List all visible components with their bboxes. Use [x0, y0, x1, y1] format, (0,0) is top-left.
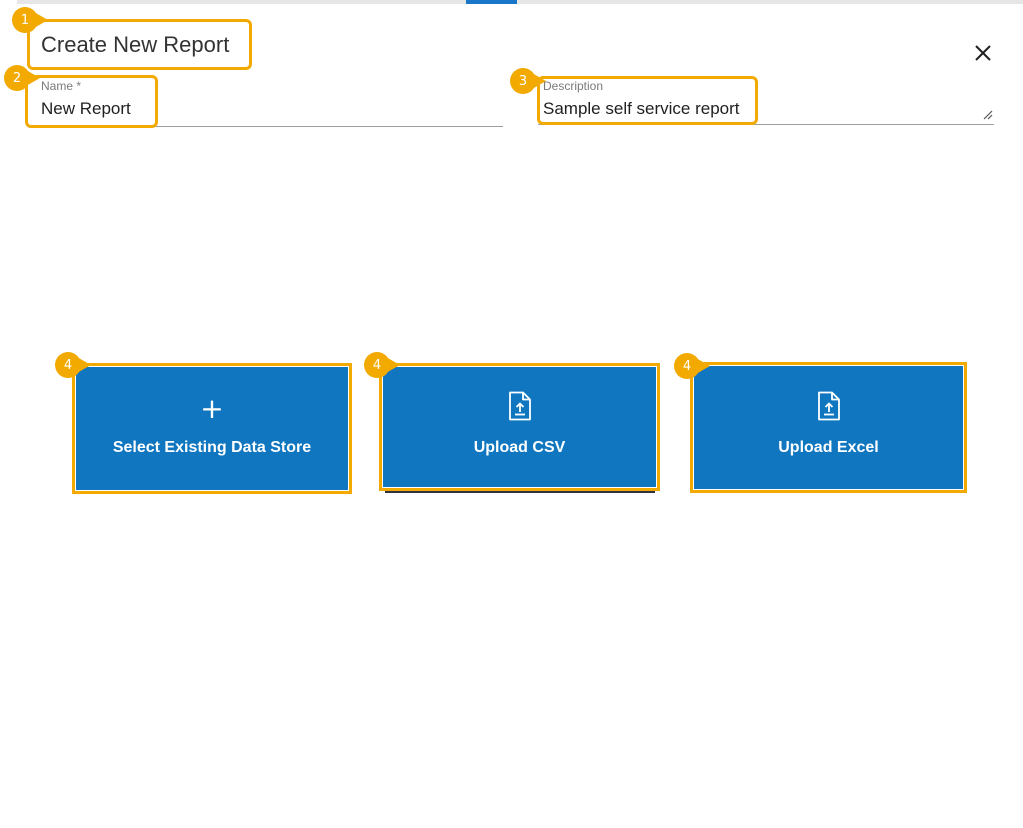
- annotation-badge-4: 4: [364, 352, 400, 378]
- upload-csv-card[interactable]: Upload CSV: [383, 367, 656, 487]
- file-upload-icon: [508, 391, 531, 421]
- card-label: Upload CSV: [473, 439, 566, 456]
- description-label: Description: [543, 79, 604, 93]
- active-tab-indicator: [466, 0, 517, 4]
- card-divider: [385, 491, 655, 493]
- description-underline: [538, 124, 994, 125]
- close-button[interactable]: [968, 38, 998, 68]
- name-input[interactable]: [41, 98, 496, 120]
- resize-grip-icon[interactable]: [983, 110, 993, 120]
- annotation-badge-4: 4: [674, 353, 710, 379]
- card-label: Upload Excel: [778, 439, 879, 456]
- top-tab-strip: [17, 0, 1023, 4]
- card-label: Select Existing Data Store: [112, 439, 312, 456]
- upload-excel-card[interactable]: Upload Excel: [694, 366, 963, 489]
- annotation-badge-1: 1: [12, 7, 48, 33]
- dialog-title: Create New Report: [41, 32, 230, 57]
- annotation-badge-2: 2: [4, 65, 40, 91]
- close-icon: [975, 45, 991, 61]
- plus-icon: +: [200, 392, 224, 425]
- description-input[interactable]: [543, 98, 978, 120]
- annotation-badge-3: 3: [510, 68, 546, 94]
- file-upload-icon: [817, 391, 840, 421]
- select-existing-data-store-card[interactable]: + Select Existing Data Store: [76, 367, 348, 490]
- name-underline: [28, 126, 503, 127]
- annotation-badge-4: 4: [55, 352, 91, 378]
- name-label: Name *: [41, 79, 82, 93]
